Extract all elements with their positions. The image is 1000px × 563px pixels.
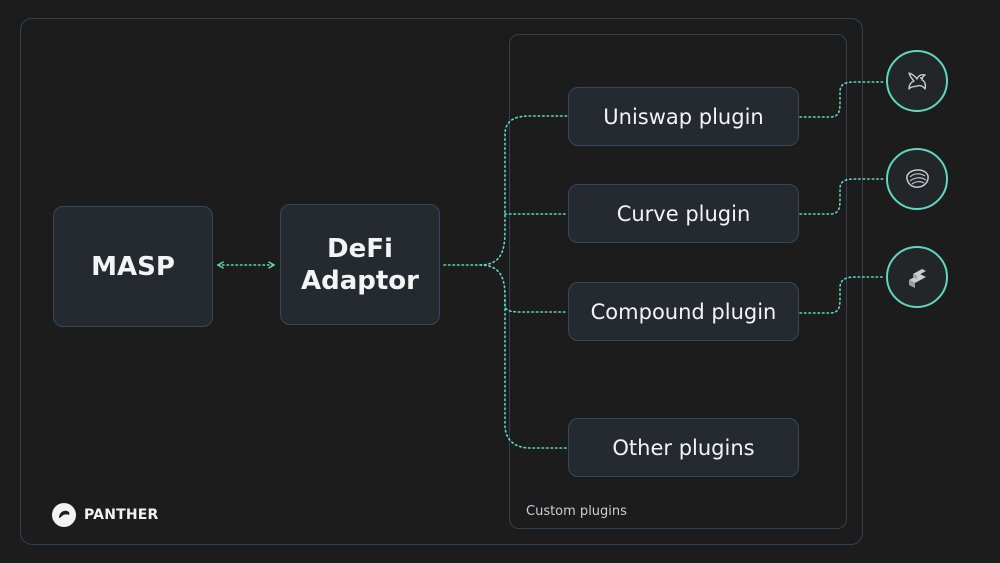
- defi-adaptor-node: DeFi Adaptor: [280, 204, 440, 325]
- defi-adaptor-label-line2: Adaptor: [300, 265, 419, 296]
- custom-plugins-label: Custom plugins: [526, 504, 627, 519]
- panther-wordmark: PANTHER: [84, 507, 159, 523]
- curve-plugin-label: Curve plugin: [616, 201, 751, 226]
- link-compound: [479, 264, 568, 313]
- compound-logo-icon: [886, 246, 948, 308]
- panther-logo-icon: [52, 503, 76, 527]
- link-other: [504, 299, 568, 449]
- masp-node: MASP: [53, 206, 213, 327]
- outer-frame: [20, 18, 863, 545]
- uniswap-plugin-node: Uniswap plugin: [568, 87, 799, 146]
- compound-plugin-label: Compound plugin: [590, 299, 777, 324]
- custom-plugins-group: [509, 34, 847, 529]
- curve-logo-icon: [886, 148, 948, 210]
- uniswap-unicorn-icon: [886, 50, 948, 112]
- link-uniswap: [443, 115, 568, 266]
- other-plugins-label: Other plugins: [612, 435, 755, 460]
- link-curve-logo: [799, 178, 886, 215]
- curve-plugin-node: Curve plugin: [568, 184, 799, 243]
- other-plugins-node: Other plugins: [568, 418, 799, 477]
- link-compound-logo: [799, 276, 886, 314]
- uniswap-plugin-label: Uniswap plugin: [603, 104, 764, 129]
- masp-label: MASP: [91, 251, 175, 282]
- link-uniswap-logo: [799, 81, 886, 118]
- panther-brand: PANTHER: [52, 502, 159, 528]
- defi-adaptor-label-line1: DeFi: [327, 233, 393, 264]
- compound-plugin-node: Compound plugin: [568, 282, 799, 341]
